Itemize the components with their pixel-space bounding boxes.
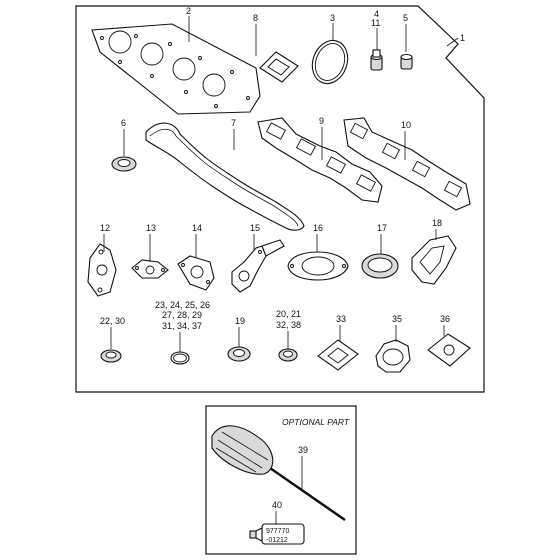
gasket-kit-frame	[75, 5, 485, 393]
callout-23-line1: 23, 24, 25, 26	[155, 300, 210, 310]
seal-20-21	[278, 348, 298, 362]
callout-23-line2: 27, 28, 29	[162, 310, 202, 320]
callout-8: 8	[253, 13, 258, 23]
callout-18: 18	[432, 218, 442, 228]
callout-39: 39	[298, 445, 308, 455]
callout-19: 19	[235, 316, 245, 326]
callout-20-line2: 32, 38	[276, 320, 301, 330]
callout-22-30: 22, 30	[100, 316, 125, 326]
intake-manifold-gasket	[257, 117, 383, 203]
callout-13: 13	[146, 223, 156, 233]
seal-ring-17	[361, 253, 399, 279]
callout-36: 36	[440, 314, 450, 324]
callout-9: 9	[319, 116, 324, 126]
exhaust-manifold-gasket	[343, 117, 471, 211]
sealant-tube	[249, 523, 305, 545]
callout-3: 3	[330, 13, 335, 23]
callout-1-leader	[446, 37, 459, 47]
callout-10: 10	[401, 120, 411, 130]
oil-seal-6	[111, 156, 137, 172]
optional-part-panel	[205, 405, 357, 555]
seal-19	[227, 346, 251, 362]
callout-15: 15	[250, 223, 260, 233]
cleaning-brush	[211, 425, 346, 522]
optional-part-title: OPTIONAL PART	[282, 417, 350, 427]
callout-23-line3: 31, 34, 37	[162, 321, 202, 331]
callout-6: 6	[121, 118, 126, 128]
valve-stem-seal	[370, 49, 383, 71]
callout-17: 17	[377, 223, 387, 233]
gasket-16	[287, 251, 349, 281]
callout-7: 7	[231, 118, 236, 128]
callout-40: 40	[272, 500, 282, 510]
callout-20-line1: 20, 21	[276, 309, 301, 319]
seal-cap	[400, 53, 413, 70]
gasket-15	[231, 245, 267, 293]
gasket-36	[427, 333, 471, 367]
seal-22-30	[100, 349, 122, 363]
gasket-33	[317, 339, 359, 371]
callout-11: 11	[371, 18, 380, 28]
gasket-35	[375, 339, 411, 373]
callout-5: 5	[403, 13, 408, 23]
callout-14: 14	[192, 223, 202, 233]
callout-16: 16	[313, 223, 323, 233]
callout-12: 12	[100, 223, 110, 233]
callout-4: 4	[374, 9, 379, 19]
cylinder-head-gasket	[91, 23, 261, 115]
square-gasket	[259, 51, 299, 83]
tube-label-line2: -01212	[266, 537, 288, 544]
tube-label-line1: 977770	[266, 528, 289, 535]
callout-1: 1	[460, 33, 465, 43]
callout-35: 35	[392, 314, 402, 324]
callout-33: 33	[336, 314, 346, 324]
callout-2: 2	[186, 6, 191, 16]
